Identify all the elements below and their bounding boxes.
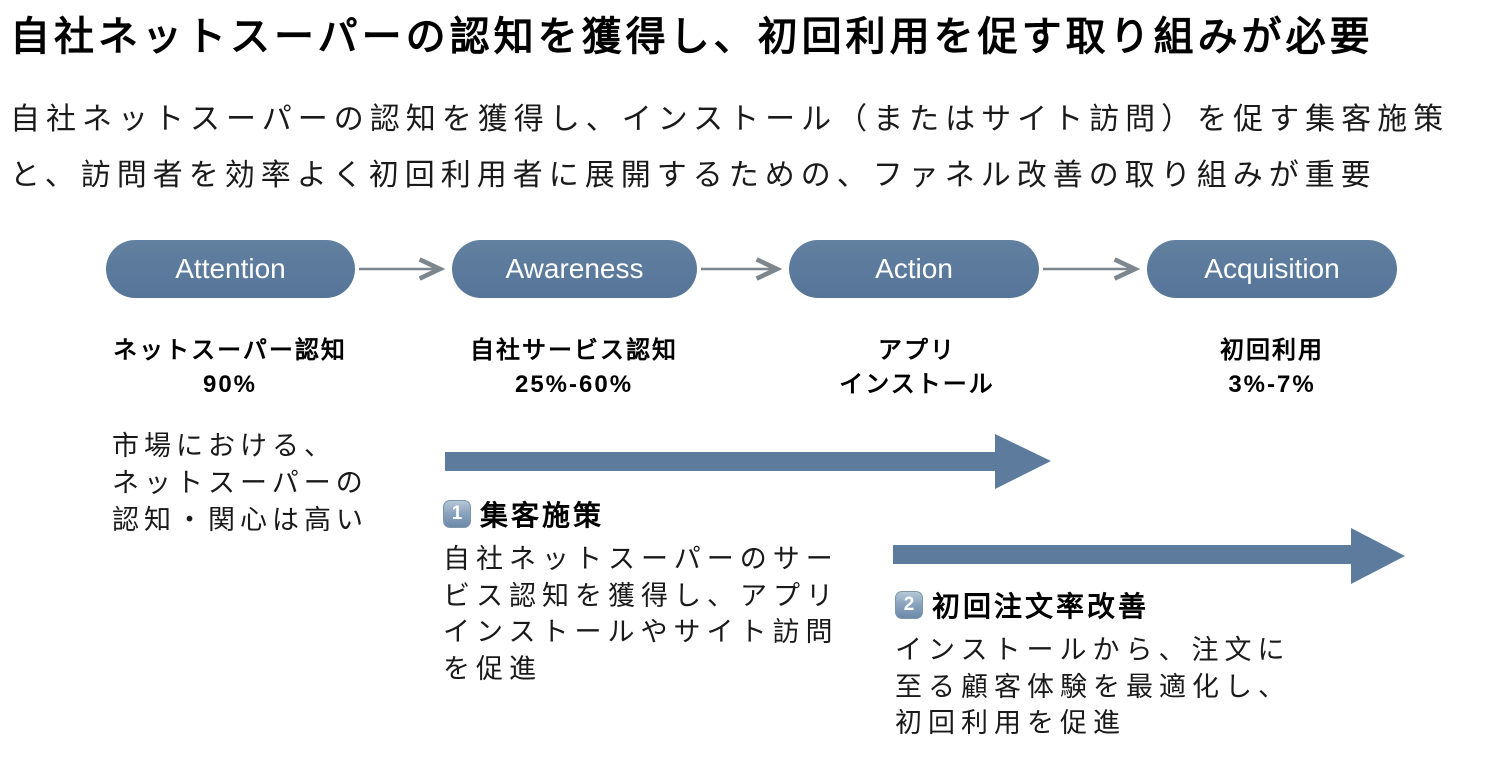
market-note-line: 市場における、	[112, 431, 336, 461]
step-2-body-line: 至る顧客体験を最適化し、	[895, 671, 1291, 702]
step-2-header: 2 初回注文率改善	[895, 585, 1365, 625]
funnel-stage-label: Awareness	[505, 253, 644, 284]
stat-label: 初回利用	[1220, 337, 1324, 364]
flow-arrow-2	[893, 528, 1405, 584]
step-1-body-line: 自社ネットスーパーのサー	[443, 544, 839, 574]
subtitle-line: と、訪問者を効率よく初回利用者に展開するための、ファネル改善の取り組みが重要	[10, 159, 1377, 192]
stat-label: アプリ	[878, 337, 956, 364]
stat-attention: ネットスーパー認知 90%	[70, 334, 390, 402]
step-1-header: 1 集客施策	[443, 494, 893, 534]
funnel-stage-label: Acquisition	[1204, 253, 1340, 284]
keycap-2-icon: 2	[895, 591, 923, 619]
funnel-stage-acquisition: Acquisition	[1147, 240, 1397, 298]
step-1-body: 自社ネットスーパーのサー ビス認知を獲得し、アプリ インストールやサイト訪問 を…	[443, 541, 893, 687]
step-1-body-line: インストールやサイト訪問	[443, 617, 839, 647]
step-1-block: 1 集客施策 自社ネットスーパーのサー ビス認知を獲得し、アプリ インストールや…	[443, 494, 893, 687]
step-2-body-line: インストールから、注文に	[895, 635, 1291, 665]
keycap-1-icon: 1	[443, 500, 471, 528]
page-subtitle: 自社ネットスーパーの認知を獲得し、インストール（またはサイト訪問）を促す集客施策…	[10, 92, 1485, 204]
stat-label: 自社サービス認知	[470, 337, 678, 364]
step-2-heading: 初回注文率改善	[932, 591, 1150, 622]
funnel-stage-label: Action	[875, 253, 953, 284]
stat-value: インストール	[839, 371, 995, 398]
funnel-stage-action: Action	[789, 240, 1039, 298]
stat-awareness: 自社サービス認知 25%-60%	[414, 334, 734, 402]
flow-arrow-1	[445, 434, 1051, 489]
step-2-body-line: 初回利用を促進	[895, 708, 1126, 738]
stat-label: ネットスーパー認知	[113, 337, 347, 364]
step-2-body: インストールから、注文に 至る顧客体験を最適化し、 初回利用を促進	[895, 632, 1365, 742]
step-1-body-line: ビス認知を獲得し、アプリ	[443, 580, 839, 611]
stat-acquisition: 初回利用 3%-7%	[1112, 334, 1432, 402]
stat-value: 90%	[202, 371, 258, 398]
market-note: 市場における、 ネットスーパーの 認知・関心は高い	[112, 428, 442, 539]
funnel-stage-label: Attention	[175, 253, 286, 284]
funnel-stage-awareness: Awareness	[452, 240, 697, 298]
step-1-body-line: を促進	[443, 653, 542, 684]
step-1-heading: 集客施策	[480, 500, 605, 531]
stat-action: アプリ インストール	[757, 334, 1077, 402]
funnel-stage-attention: Attention	[106, 240, 355, 298]
market-note-line: 認知・関心は高い	[112, 505, 368, 535]
stat-value: 3%-7%	[1228, 371, 1316, 398]
page-title: 自社ネットスーパーの認知を獲得し、初回利用を促す取り組みが必要	[10, 15, 1374, 59]
subtitle-line: 自社ネットスーパーの認知を獲得し、インストール（またはサイト訪問）を促す集客施策	[10, 103, 1450, 136]
stat-value: 25%-60%	[514, 371, 634, 398]
market-note-line: ネットスーパーの	[112, 468, 368, 498]
step-2-block: 2 初回注文率改善 インストールから、注文に 至る顧客体験を最適化し、 初回利用…	[895, 585, 1365, 742]
